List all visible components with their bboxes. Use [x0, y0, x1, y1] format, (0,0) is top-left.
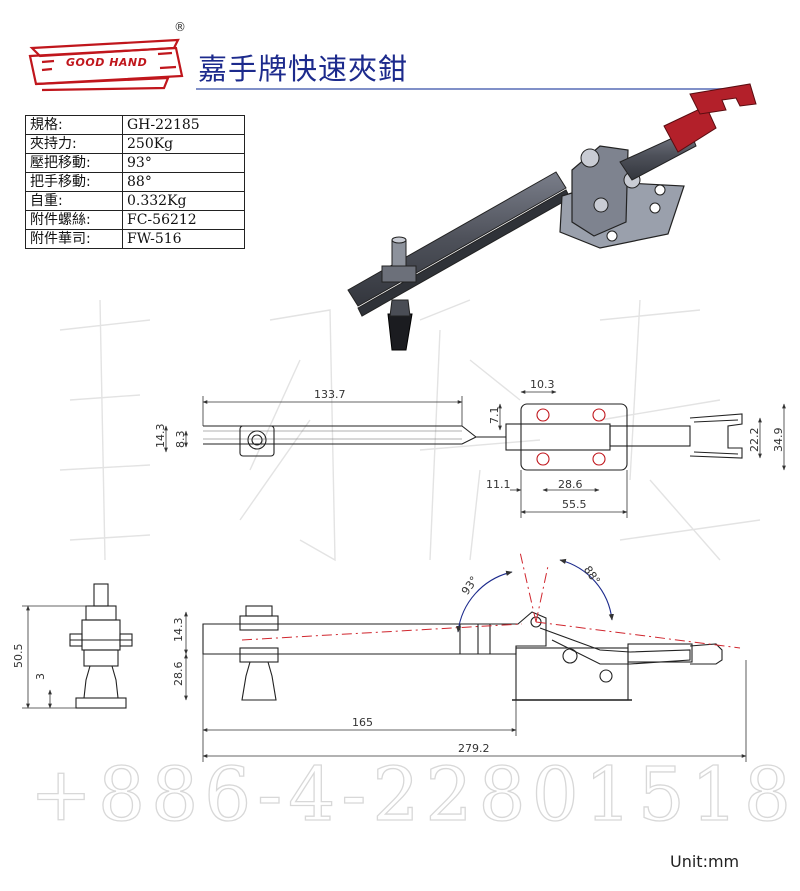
title-underline: [196, 88, 748, 90]
unit-label: Unit:mm: [670, 852, 740, 871]
dim-offset: 7.1: [488, 407, 501, 425]
dim-base-height: 28.6: [172, 662, 185, 687]
dim-spindle-height: 50.5: [12, 644, 25, 669]
spec-label: 壓把移動:: [25, 153, 123, 173]
spec-label: 附件螺絲:: [25, 210, 123, 230]
angle-arcs: [456, 558, 614, 633]
registered-mark: ®: [174, 20, 186, 34]
dim-base-offset: 11.1: [486, 478, 511, 491]
clamp-3d-render: [347, 83, 757, 351]
dim-base-thickness: 3: [34, 673, 47, 680]
top-view: [203, 403, 743, 471]
spec-value: GH-22185: [122, 115, 245, 135]
dim-handle-angle: 88°: [581, 564, 603, 587]
page-title: 嘉手牌快速夾鉗: [198, 52, 409, 86]
spec-row: 夾持力:250Kg: [25, 134, 245, 154]
dim-handle-width: 22.2: [748, 428, 761, 453]
dim-side-height: 14.3: [172, 618, 185, 643]
dim-hole-spacing: 10.3: [530, 378, 555, 391]
brand-logo: [28, 38, 184, 92]
spec-value: FC-56212: [122, 210, 245, 230]
end-view: [69, 583, 133, 709]
spec-row: 壓把移動:93°: [25, 153, 245, 173]
dim-reach: 165: [352, 716, 373, 729]
top-view-dimensions: [164, 390, 786, 518]
dim-overall-length: 279.2: [458, 742, 490, 755]
side-view-dimensions: [184, 611, 747, 762]
dim-width: 14.3: [154, 424, 167, 449]
spec-value: 250Kg: [122, 134, 245, 154]
side-view: [202, 605, 723, 701]
dim-base-length: 55.5: [562, 498, 587, 511]
side-view-motion: [241, 551, 741, 649]
spec-table: 規格:GH-22185 夾持力:250Kg 壓把移動:93° 把手移動:88° …: [25, 115, 245, 249]
dim-bar-angle: 93°: [459, 574, 481, 597]
dim-bar-width: 8.3: [174, 431, 187, 449]
end-view-dimensions: [22, 605, 88, 709]
spec-row: 把手移動:88°: [25, 172, 245, 192]
dim-hole-pitch: 28.6: [558, 478, 583, 491]
logo-text: GOOD HAND: [66, 56, 148, 69]
spec-row: 附件華司:FW-516: [25, 229, 245, 249]
dim-overall-width: 34.9: [772, 428, 785, 453]
spec-row: 附件螺絲:FC-56212: [25, 210, 245, 230]
spec-label: 附件華司:: [25, 229, 123, 249]
dim-bar-length: 133.7: [314, 388, 346, 401]
spec-value: FW-516: [122, 229, 245, 249]
